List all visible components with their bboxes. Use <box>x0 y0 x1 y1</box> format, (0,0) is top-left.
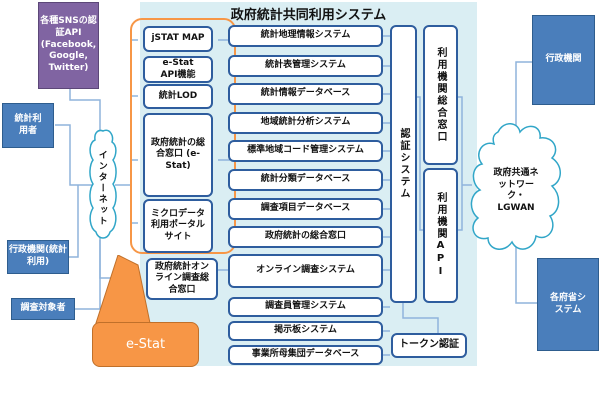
gov-agency-stat-box: 行政機関(統計利用) <box>7 240 69 274</box>
system-label: 掲示板システム <box>274 325 337 336</box>
token-auth-box: トークン認証 <box>391 333 467 358</box>
internet-cloud-icon <box>89 129 117 239</box>
estat-api-box: e-Stat API機能 <box>143 56 213 83</box>
estat-callout: e-Stat <box>92 322 199 367</box>
estat-callout-label: e-Stat <box>125 337 166 352</box>
system-label: 事業所母集団データベース <box>251 349 360 360</box>
estat-group-frame <box>130 18 236 254</box>
system-label: 統計地理情報システム <box>260 30 351 41</box>
gov-agency-box: 行政機関 <box>532 15 595 105</box>
jstat-map-label: jSTAT MAP <box>151 33 205 44</box>
system-label: 標準地域コード管理システム <box>247 145 364 156</box>
stat-users-box: 統計利用者 <box>2 103 54 148</box>
internet-label: インターネット <box>96 149 107 227</box>
gov-agency-label: 行政機関 <box>545 54 582 65</box>
system-label: 調査項目データベース <box>260 203 351 214</box>
estat-api-label: e-Stat API機能 <box>160 58 196 80</box>
system-label: 統計情報データベース <box>260 88 351 99</box>
system-label: 政府統計の総合窓口 <box>264 231 346 242</box>
system-box: 事業所母集団データベース <box>228 345 383 365</box>
online-survey-portal-box: 政府統計オンライン調査総合窓口 <box>146 258 218 300</box>
sns-auth-api-label: 各種SNSの認証API (Facebook, Google, Twitter) <box>40 16 97 74</box>
system-label: 統計分類データベース <box>260 174 351 185</box>
agency-portal-box: 利用機関総合窓口 <box>423 25 458 165</box>
gov-network-label: 政府共通ネットワーク・LGWAN <box>493 168 539 214</box>
system-box: 調査員管理システム <box>228 297 383 317</box>
agency-api-label: 利用機関API <box>435 192 446 279</box>
microdata-portal-label: ミクロデータ利用ポータルサイト <box>150 209 205 242</box>
system-box: 統計分類データベース <box>228 169 383 191</box>
gov-agency-stat-label: 行政機関(統計利用) <box>8 245 68 267</box>
stat-lod-label: 統計LOD <box>158 90 198 101</box>
system-box: 地域統計分析システム <box>228 112 383 134</box>
respondents-label: 調査対象者 <box>20 303 66 314</box>
jstat-map-box: jSTAT MAP <box>143 26 213 52</box>
system-label: 調査員管理システム <box>265 301 346 312</box>
system-label: オンライン調査システム <box>256 265 355 276</box>
respondents-box: 調査対象者 <box>11 298 75 320</box>
auth-system-label: 認証システム <box>398 128 409 200</box>
system-box: 統計情報データベース <box>228 83 383 105</box>
ministry-systems-label: 各府省システム <box>549 292 586 315</box>
system-label: 地域統計分析システム <box>260 117 351 128</box>
estat-portal-box: 政府統計の総合窓口 (e-Stat) <box>143 113 213 197</box>
system-box: 掲示板システム <box>228 321 383 341</box>
online-survey-portal-label: 政府統計オンライン調査総合窓口 <box>154 262 209 295</box>
stat-lod-box: 統計LOD <box>143 84 213 109</box>
auth-system-box: 認証システム <box>390 25 417 303</box>
agency-api-box: 利用機関API <box>423 168 458 303</box>
microdata-portal-box: ミクロデータ利用ポータルサイト <box>143 199 213 253</box>
system-box: 統計地理情報システム <box>228 25 383 47</box>
system-box: 政府統計の総合窓口 <box>228 226 383 248</box>
system-box: 統計表管理システム <box>228 55 383 77</box>
panel-title: 政府統計共同利用システム <box>230 8 387 23</box>
ministry-systems-box: 各府省システム <box>537 258 599 351</box>
sns-auth-api-box: 各種SNSの認証API (Facebook, Google, Twitter) <box>38 2 99 89</box>
token-auth-label: トークン認証 <box>399 339 459 351</box>
estat-portal-label: 政府統計の総合窓口 (e-Stat) <box>150 138 205 171</box>
gov-network-cloud-icon <box>470 123 561 250</box>
stat-users-label: 統計利用者 <box>14 113 42 136</box>
system-box: 調査項目データベース <box>228 198 383 220</box>
system-box: 標準地域コード管理システム <box>228 140 383 162</box>
agency-portal-label: 利用機関総合窓口 <box>435 47 446 143</box>
system-label: 統計表管理システム <box>265 60 346 71</box>
system-box: オンライン調査システム <box>228 254 383 288</box>
